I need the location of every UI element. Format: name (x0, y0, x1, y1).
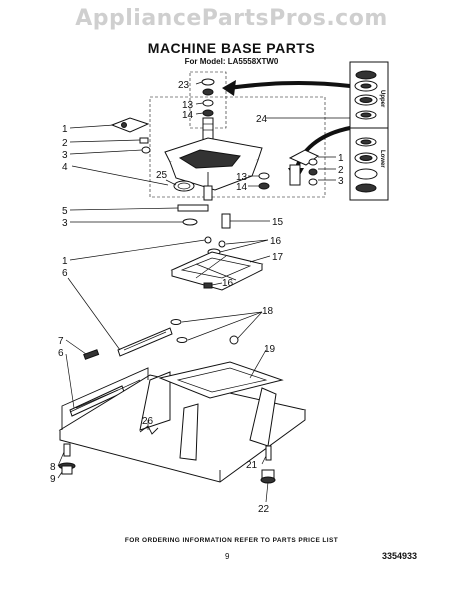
document-number: 3354933 (382, 551, 418, 561)
callout-3-mid: 3 (62, 218, 68, 229)
upper-shaft-parts (201, 78, 215, 141)
clip-parts (170, 319, 239, 345)
callout-1-left: 1 (62, 124, 68, 135)
inset-label-lower: Lower (379, 150, 385, 168)
callout-1-right: 1 (338, 153, 344, 164)
callout-16-lower: 16 (222, 278, 234, 289)
callout-4: 4 (62, 162, 68, 173)
callout-2-right: 2 (338, 165, 344, 176)
callout-numbers: 23 13 14 24 1 2 3 4 25 1 2 3 13 14 5 3 1… (50, 80, 344, 515)
callout-17: 17 (272, 252, 284, 263)
callout-25: 25 (156, 170, 168, 181)
callout-18: 18 (262, 306, 274, 317)
mid-small-parts (177, 204, 231, 256)
callout-14-lower: 14 (236, 182, 248, 193)
callout-2-left: 2 (62, 138, 68, 149)
callout-8: 8 (50, 462, 56, 473)
callout-16-upper: 16 (270, 236, 282, 247)
callout-13-lower: 13 (236, 172, 248, 183)
callout-3-right: 3 (338, 176, 344, 187)
callout-7: 7 (58, 336, 64, 347)
platform-plate (170, 251, 264, 291)
machine-base-frame (58, 361, 307, 483)
watermark: AppliancePartsPros.com (75, 6, 388, 31)
callout-26: 26 (142, 416, 154, 427)
page-number: 9 (225, 552, 230, 561)
callout-15: 15 (272, 217, 284, 228)
callout-6-lower: 6 (58, 348, 64, 359)
inset-label-upper: Upper (379, 90, 385, 108)
callout-1-mid: 1 (62, 256, 68, 267)
callout-3-left: 3 (62, 150, 68, 161)
callout-13-upper: 13 (182, 100, 194, 111)
callout-23: 23 (178, 80, 190, 91)
callout-14-upper: 14 (182, 110, 194, 121)
page-title: MACHINE BASE PARTS (147, 40, 316, 56)
callout-9: 9 (50, 474, 56, 485)
leveling-feet (58, 443, 276, 484)
upper-bracket (117, 327, 173, 357)
callout-19: 19 (264, 344, 276, 355)
callout-22: 22 (258, 504, 270, 515)
leader-lines (57, 81, 350, 503)
callout-21: 21 (246, 460, 258, 471)
callout-5: 5 (62, 206, 68, 217)
left-pivot-bracket (110, 117, 151, 154)
model-subtitle: For Model: LA5558XTW0 (184, 57, 279, 66)
bearing-inset: Upper Lower (349, 61, 389, 201)
ordering-footer: FOR ORDERING INFORMATION REFER TO PARTS … (124, 537, 339, 544)
right-pivot-bracket (258, 149, 319, 190)
callout-6-upper: 6 (62, 268, 68, 279)
transmission-housing (164, 137, 263, 201)
callout-24: 24 (256, 114, 268, 125)
